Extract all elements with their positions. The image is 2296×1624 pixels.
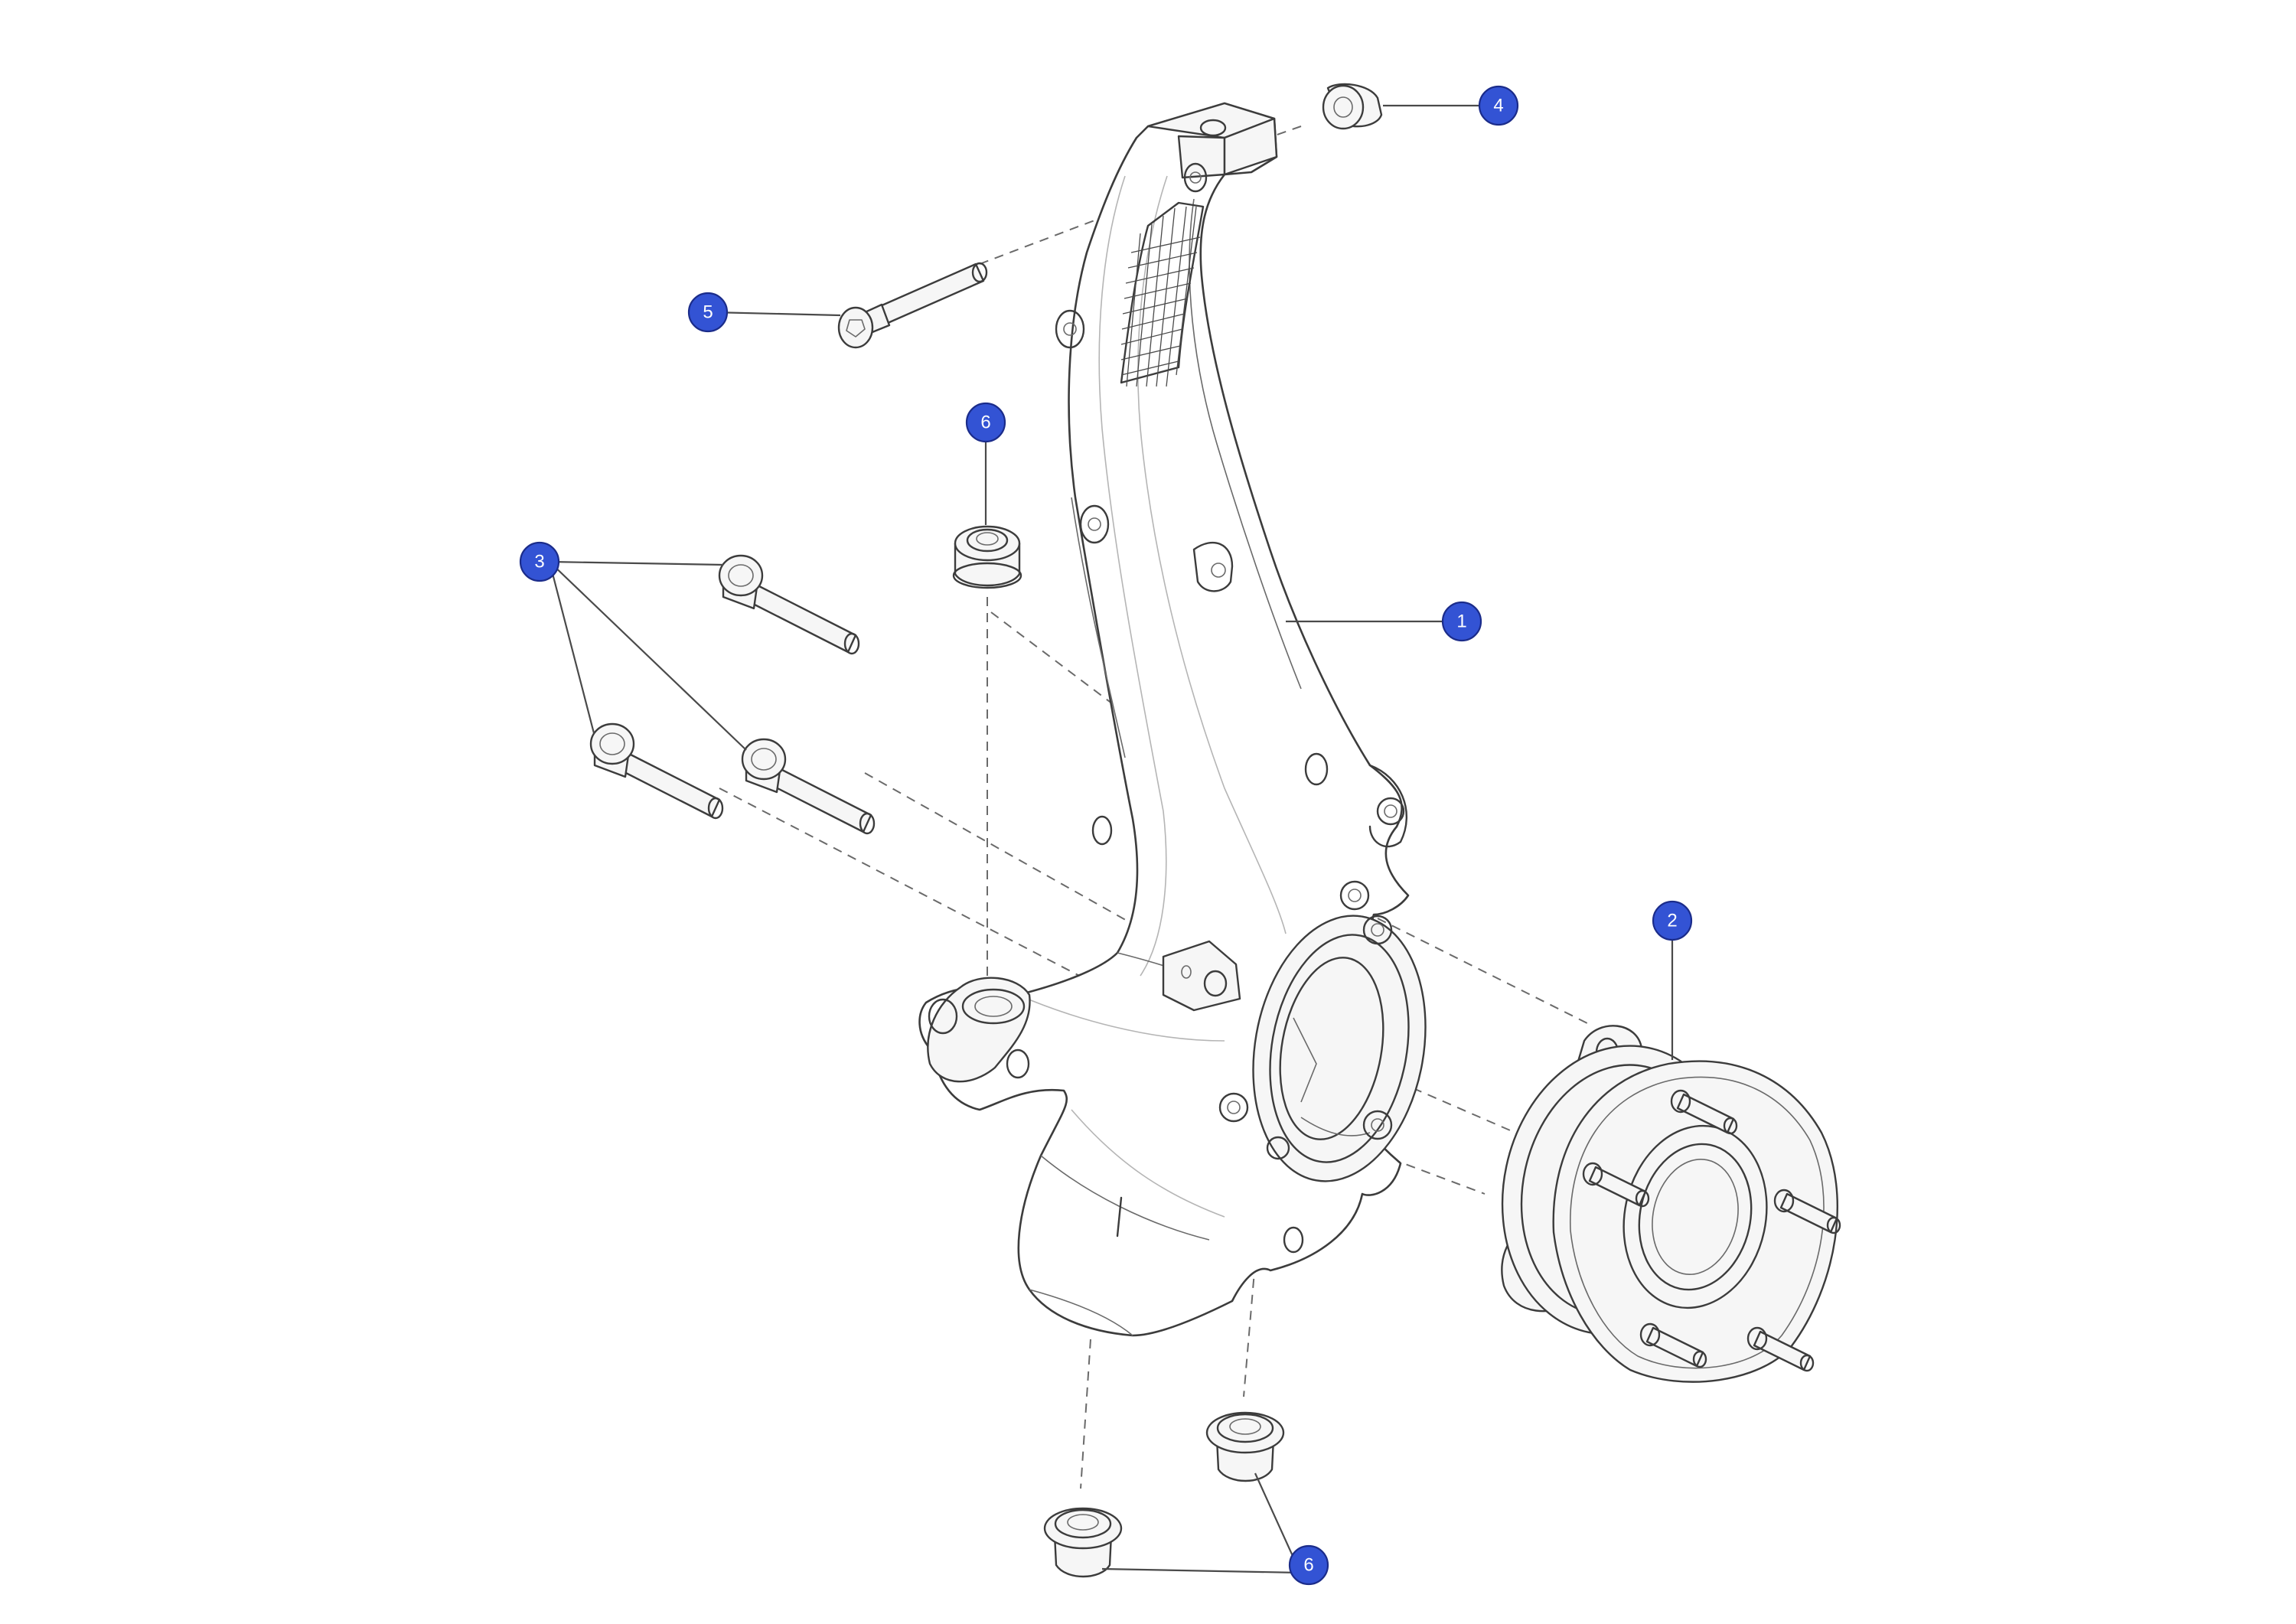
wheel-studs (1582, 1089, 1841, 1372)
callout-4-badge (1478, 85, 1519, 126)
pinch-bolt (837, 262, 988, 349)
flange-bolt-lower (589, 722, 724, 820)
callout-5-label: 5 (703, 302, 713, 323)
callout-5-badge (687, 292, 729, 333)
callout-6-top-label: 6 (980, 413, 990, 433)
flange-bolts (589, 554, 876, 835)
flange-nut-top (1322, 83, 1383, 130)
callout-6-bottom: 6 (1288, 1544, 1329, 1586)
callout-1: 1 (1441, 601, 1482, 642)
callout-1-badge (1441, 601, 1482, 642)
callout-1-label: 1 (1456, 611, 1466, 632)
lock-nut-lower-right (1205, 1411, 1285, 1482)
wheel-hub-bearing (1501, 1025, 1841, 1383)
flange-bolt-upper (718, 554, 860, 655)
leader-lines (548, 104, 1674, 1574)
callout-6-bottom-badge (1288, 1544, 1329, 1586)
callout-2-label: 2 (1667, 911, 1677, 931)
callout-6-bottom-label: 6 (1303, 1555, 1313, 1576)
callout-2: 2 (1652, 900, 1693, 941)
callout-4: 4 (1478, 85, 1519, 126)
callout-6-top-badge (965, 402, 1006, 443)
callout-6-top: 6 (965, 402, 1006, 443)
lock-nut-lower-left (1043, 1507, 1123, 1578)
steering-knuckle (918, 102, 1427, 1337)
callout-3-label: 3 (534, 552, 544, 572)
lock-nut-upper (952, 525, 1022, 589)
callout-5: 5 (687, 292, 729, 333)
callout-2-badge (1652, 900, 1693, 941)
knurled-surface (1120, 206, 1201, 387)
callout-3-badge (519, 541, 560, 582)
flange-bolt-middle (741, 738, 876, 835)
callout-3: 3 (519, 541, 560, 582)
callout-4-label: 4 (1493, 96, 1503, 116)
